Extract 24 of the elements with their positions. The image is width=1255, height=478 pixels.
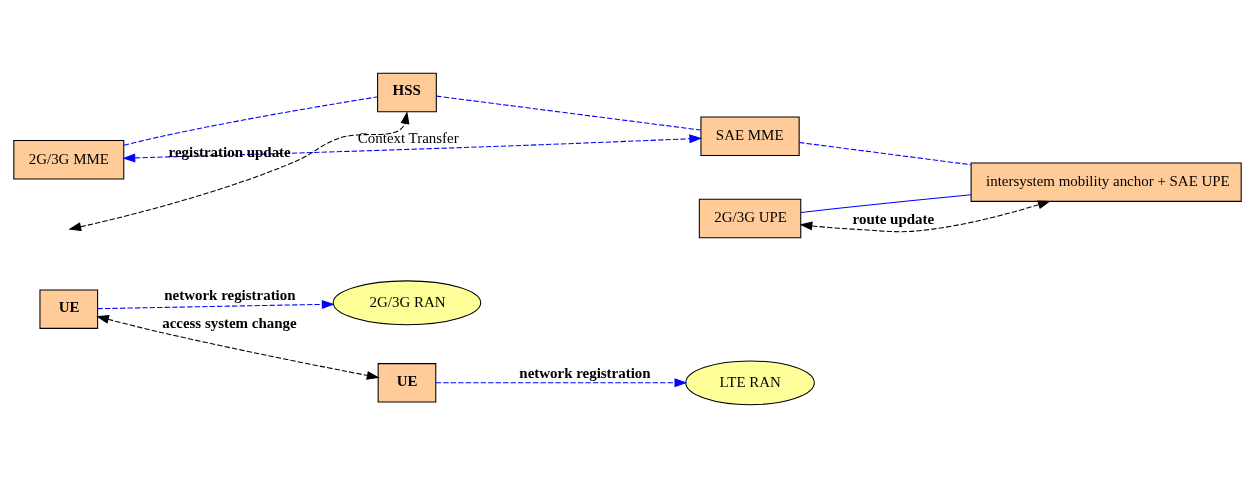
node-ellipse: LTE RAN [685,360,815,406]
node-box: UE [39,289,99,329]
connector [800,194,972,213]
arrow [97,299,335,310]
arrow [122,134,703,163]
edge-label: network registration [164,286,296,303]
node-ellipse: 2G/3G RAN [332,280,482,326]
edge-label: Context Transfer [357,129,459,146]
node-box: intersystem mobility anchor + SAE UPE [970,162,1242,202]
node-box: SAE MME [700,116,800,156]
node-box: HSS [377,72,437,113]
arrow [96,315,380,380]
edge-label: network registration [519,364,651,381]
node-box: 2G/3G UPE [698,198,802,239]
node-box: 2G/3G MME [13,140,125,180]
node-box: UE [377,363,437,403]
arrow [799,200,1051,233]
arrow [435,378,688,388]
arrow [68,111,410,232]
connector [123,96,378,146]
edge-label: route update [852,211,935,227]
edge-label: access system change [162,314,297,331]
connector [435,95,702,131]
connector [798,141,972,166]
